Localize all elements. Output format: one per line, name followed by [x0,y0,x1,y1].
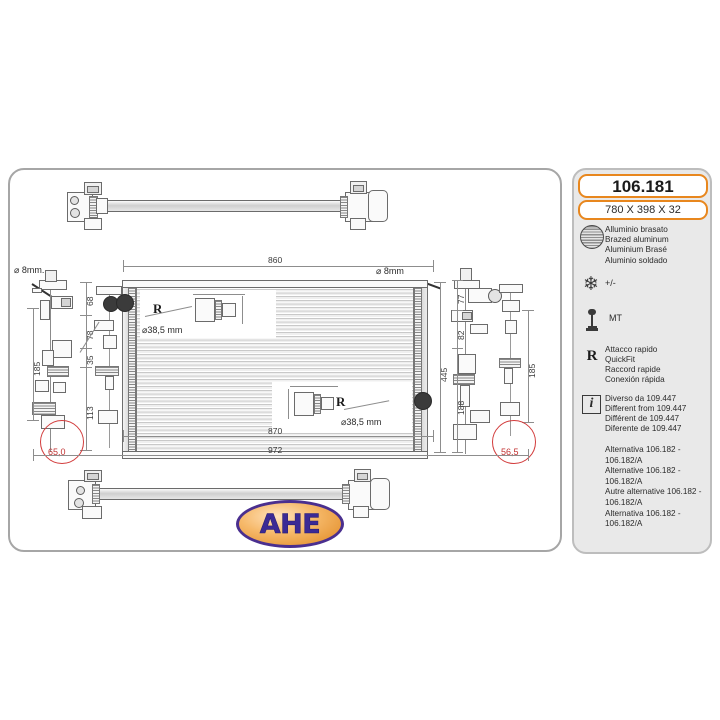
spec-line: Diferente de 109.447 [605,424,682,434]
spec-air-conditioning: ❄ +/- [574,273,710,299]
spec-line: Alluminio brasato [605,225,668,234]
spec-line: MT [609,312,622,323]
dim-overall-width: 972 [268,445,283,455]
spec-line: Diverso da 109.447 [605,393,677,403]
dim-left-seg-3: 35 [85,355,95,365]
spec-info-different: i Diverso da 109.447 Different from 109.… [574,393,710,435]
dim-right-seg-1: 77 [456,294,466,304]
spec-line: Brazed aluminum [605,235,669,245]
product-code: 106.181 [578,174,708,198]
manual-transmission-icon [579,308,605,334]
alternative-line: Alternative 106.182 - [605,466,681,476]
spec-line: Raccord rapide [605,365,661,375]
spec-line: QuickFit [605,355,636,365]
dim-line-860 [123,266,433,267]
spec-line: Aluminium Brasé [605,245,667,255]
spec-line: Conexión rápida [605,375,665,385]
brazed-aluminum-icon [579,224,605,250]
alternative-line: 106.182/A [605,519,643,529]
dim-left-total: 185 [32,361,42,376]
callout-port-upper-diameter: ⌀38,5 mm [142,325,183,335]
alternative-line: 106.182/A [605,497,643,507]
highlight-label-right: 56,5 [501,447,519,457]
alternative-line: Alternativa 106.182 - [605,508,681,518]
alternative-line: 106.182/A [605,476,643,486]
callout-bolt-right: ⌀ 8mm [376,266,404,276]
callout-port-lower-diameter: ⌀38,5 mm [341,417,382,427]
outlet-port-right [414,392,432,410]
drawing-frame: 860 ⌀ 8mm. ⌀ 8mm 185 [8,168,562,552]
spec-list: Alluminio brasato Brazed aluminum Alumin… [574,224,710,441]
logo-oval [236,500,344,548]
ahe-logo: AHE [236,500,344,548]
spec-line: Attacco rapido [605,344,658,354]
alternative-line: Alternativa 106.182 - [605,445,681,454]
inlet-port-left [116,294,134,312]
dim-right-side-height: 185 [527,363,537,378]
spec-line: +/- [605,277,616,288]
dim-right-total: 445 [439,367,449,382]
alternatives-block: Alternativa 106.182 - 106.182/A Alternat… [605,445,710,530]
dim-bottom-width: 870 [268,426,283,436]
alternative-line: Autre alternative 106.182 - [605,487,702,497]
quickfit-r-icon: R [586,347,598,364]
callout-bolt-left: ⌀ 8mm. [14,265,45,275]
highlight-label-left: 65,0 [48,447,66,457]
spec-line: Différent de 109.447 [605,414,680,424]
dim-left-seg-1: 68 [85,296,95,306]
spec-manual-transmission: MT [574,308,710,334]
highlight-circle-left [40,420,84,464]
spec-line: Different from 109.447 [605,403,687,413]
air-conditioning-icon: ❄ [583,273,599,295]
spec-brazed-aluminum: Alluminio brasato Brazed aluminum Alumin… [574,224,710,266]
callout-port-lower-label: R [336,394,346,409]
logo-text: AHE [259,509,321,541]
dim-left-seg-4: 113 [85,406,95,420]
info-icon: i [579,393,605,419]
spec-line: Aluminio soldado [605,255,668,265]
spec-quickfit: R Attacco rapido QuickFit Raccord rapide… [574,344,710,386]
alternative-line: 106.182/A [605,455,643,465]
dim-top-width: 860 [268,255,283,265]
highlight-circle-right [492,420,536,464]
dim-right-seg-3: 188 [456,400,466,415]
product-dimensions: 780 X 398 X 32 [578,200,708,220]
dim-right-seg-2: 82 [456,330,466,340]
callout-port-upper-label: R [153,301,163,316]
product-info-panel: 106.181 780 X 398 X 32 Alluminio brasato… [572,168,712,554]
